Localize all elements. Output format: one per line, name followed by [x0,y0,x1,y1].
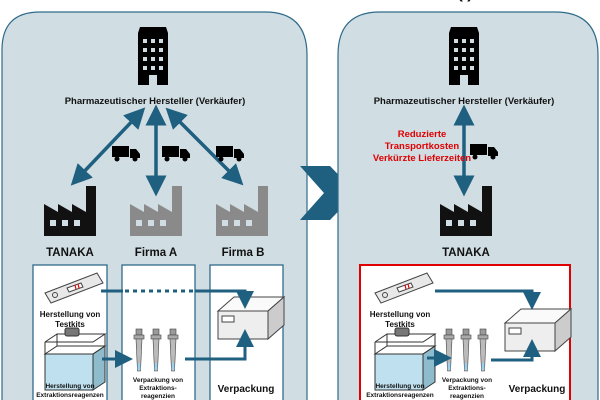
building-icon [138,27,168,85]
seller-label: Pharmazeutischer Hersteller (Verkäufer) [65,96,246,107]
after-panel: Pharmazeutischer Hersteller (Verkäufer) … [337,11,599,400]
building-icon [449,27,479,85]
package-box-icon [504,308,572,352]
package-box-icon [217,296,285,340]
company-tanaka: TANAKA [46,247,94,259]
supply-arrows [70,104,244,197]
company-firma-a: Firma A [135,247,177,259]
company-firma-b: Firma B [222,247,265,259]
header-partial-title: ( ) [457,0,472,2]
company-tanaka: TANAKA [442,247,490,259]
step-packing: Verpackung [218,384,275,395]
before-panel: Pharmazeutischer Hersteller (Verkäufer) … [1,11,308,400]
step-packing: Verpackung [509,384,566,395]
seller-label: Pharmazeutischer Hersteller (Verkäufer) [374,96,555,107]
